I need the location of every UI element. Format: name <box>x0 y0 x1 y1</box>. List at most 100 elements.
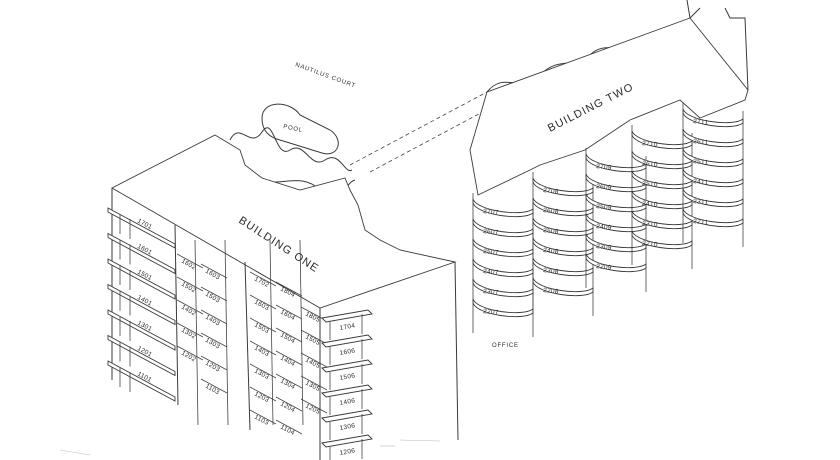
unit-label: 1306 <box>339 422 356 432</box>
wall-line <box>224 239 229 426</box>
unit-label: 1404 <box>279 355 296 369</box>
unit-label: 1303 <box>253 368 270 382</box>
unit-label: 1704 <box>339 322 356 332</box>
unit-label: 1305 <box>304 380 321 394</box>
balcony-slab <box>107 360 176 402</box>
balcony-slab <box>107 309 176 351</box>
balcony-post <box>119 367 131 392</box>
floor-line <box>275 350 303 366</box>
unit-label: 2609 <box>596 183 612 192</box>
balcony-slab <box>107 232 176 275</box>
unit-label: 1203 <box>204 360 221 374</box>
balcony-post <box>119 239 131 265</box>
balcony-post <box>119 290 131 316</box>
balcony-post <box>329 314 363 340</box>
unit-label: 2209 <box>596 263 612 272</box>
unit-label: 1403 <box>204 314 221 328</box>
floor-line <box>200 286 228 302</box>
unit-label: 2309 <box>596 243 612 252</box>
balcony-slab <box>321 434 373 448</box>
unit-label: 2509 <box>596 203 612 212</box>
floor-line <box>176 345 204 361</box>
unit-label: 2711 <box>693 118 709 127</box>
balcony-post <box>329 389 363 415</box>
balcony-post <box>119 341 131 367</box>
wall-line <box>194 239 199 426</box>
unit-label: 1504 <box>279 332 296 346</box>
unit-label: 1206 <box>339 447 356 457</box>
floor-line <box>249 294 277 310</box>
unit-label: 1405 <box>304 357 321 371</box>
unit-label: 2608 <box>543 207 559 216</box>
floor-line <box>200 355 228 371</box>
balcony-post <box>329 439 363 460</box>
unit-label: 1302 <box>180 327 197 341</box>
unit-label: 1503 <box>204 291 221 305</box>
unit-label: 1603 <box>253 299 270 313</box>
floor-line <box>249 363 277 379</box>
unit-label: 1503 <box>253 322 270 336</box>
floor-line <box>200 332 228 348</box>
balcony-post <box>119 316 131 341</box>
floor-line <box>200 263 228 279</box>
floor-line <box>176 299 204 315</box>
unit-label: 1506 <box>339 372 356 382</box>
balcony-slab <box>107 334 176 377</box>
balcony-post <box>329 414 363 440</box>
unit-label: 2408 <box>543 247 559 256</box>
balcony-post <box>119 265 131 290</box>
balcony-post <box>329 339 363 365</box>
building-two: BUILDING TWO 270726072507240723072207270… <box>469 17 749 349</box>
floor-line <box>300 398 328 414</box>
unit-label: 1402 <box>180 304 197 318</box>
unit-label: 2511 <box>693 158 709 167</box>
unit-label: 2210 <box>642 240 658 249</box>
unit-label: 1303 <box>204 337 221 351</box>
floor-line <box>300 352 328 368</box>
unit-label: 1604 <box>279 309 296 323</box>
unit-label: 2508 <box>543 227 559 236</box>
unit-label: 1304 <box>279 378 296 392</box>
balcony-slab <box>107 258 176 300</box>
unit-label: 2308 <box>543 267 559 276</box>
unit-label: 2208 <box>543 287 559 296</box>
balcony-post <box>329 364 363 390</box>
unit-label: 2510 <box>642 180 658 189</box>
unit-label: 2307 <box>483 288 499 297</box>
building-one: BUILDING ONE 170116011501140113011201110… <box>107 134 459 460</box>
unit-label: 2409 <box>596 223 612 232</box>
unit-label: 1103 <box>253 414 270 427</box>
complex-name: NAUTILUS COURT <box>294 62 356 89</box>
floor-line <box>275 304 303 320</box>
floor-line <box>275 396 303 412</box>
unit-label: 2610 <box>642 160 658 169</box>
balcony-slab <box>321 384 373 398</box>
balcony-slab <box>321 409 373 423</box>
floor-line <box>176 322 204 338</box>
unit-label: 2207 <box>483 308 499 317</box>
unit-label: 1202 <box>180 350 197 364</box>
wall-line <box>299 239 304 426</box>
unit-label: 2707 <box>483 208 499 217</box>
unit-label: 2407 <box>483 268 499 277</box>
scan-marks <box>59 439 441 456</box>
pool-label: POOL <box>283 124 304 134</box>
floor-line <box>300 329 328 345</box>
floor-line <box>249 271 277 287</box>
unit-label: 2410 <box>642 200 658 209</box>
unit-label: 1203 <box>253 391 270 405</box>
floor-line <box>249 386 277 402</box>
unit-label: 1205 <box>304 403 321 417</box>
unit-label: 1103 <box>204 383 221 397</box>
unit-label: 1406 <box>339 397 356 407</box>
floor-line <box>300 375 328 391</box>
unit-label: 2708 <box>543 187 559 196</box>
unit-label: 1403 <box>253 345 270 359</box>
unit-label: 2311 <box>693 198 709 207</box>
unit-label: 1603 <box>204 268 221 282</box>
wall-line <box>269 239 274 426</box>
unit-label: 2411 <box>693 178 709 187</box>
floor-line <box>275 281 303 297</box>
unit-label: 2710 <box>642 140 658 149</box>
unit-label: 2611 <box>693 138 709 147</box>
